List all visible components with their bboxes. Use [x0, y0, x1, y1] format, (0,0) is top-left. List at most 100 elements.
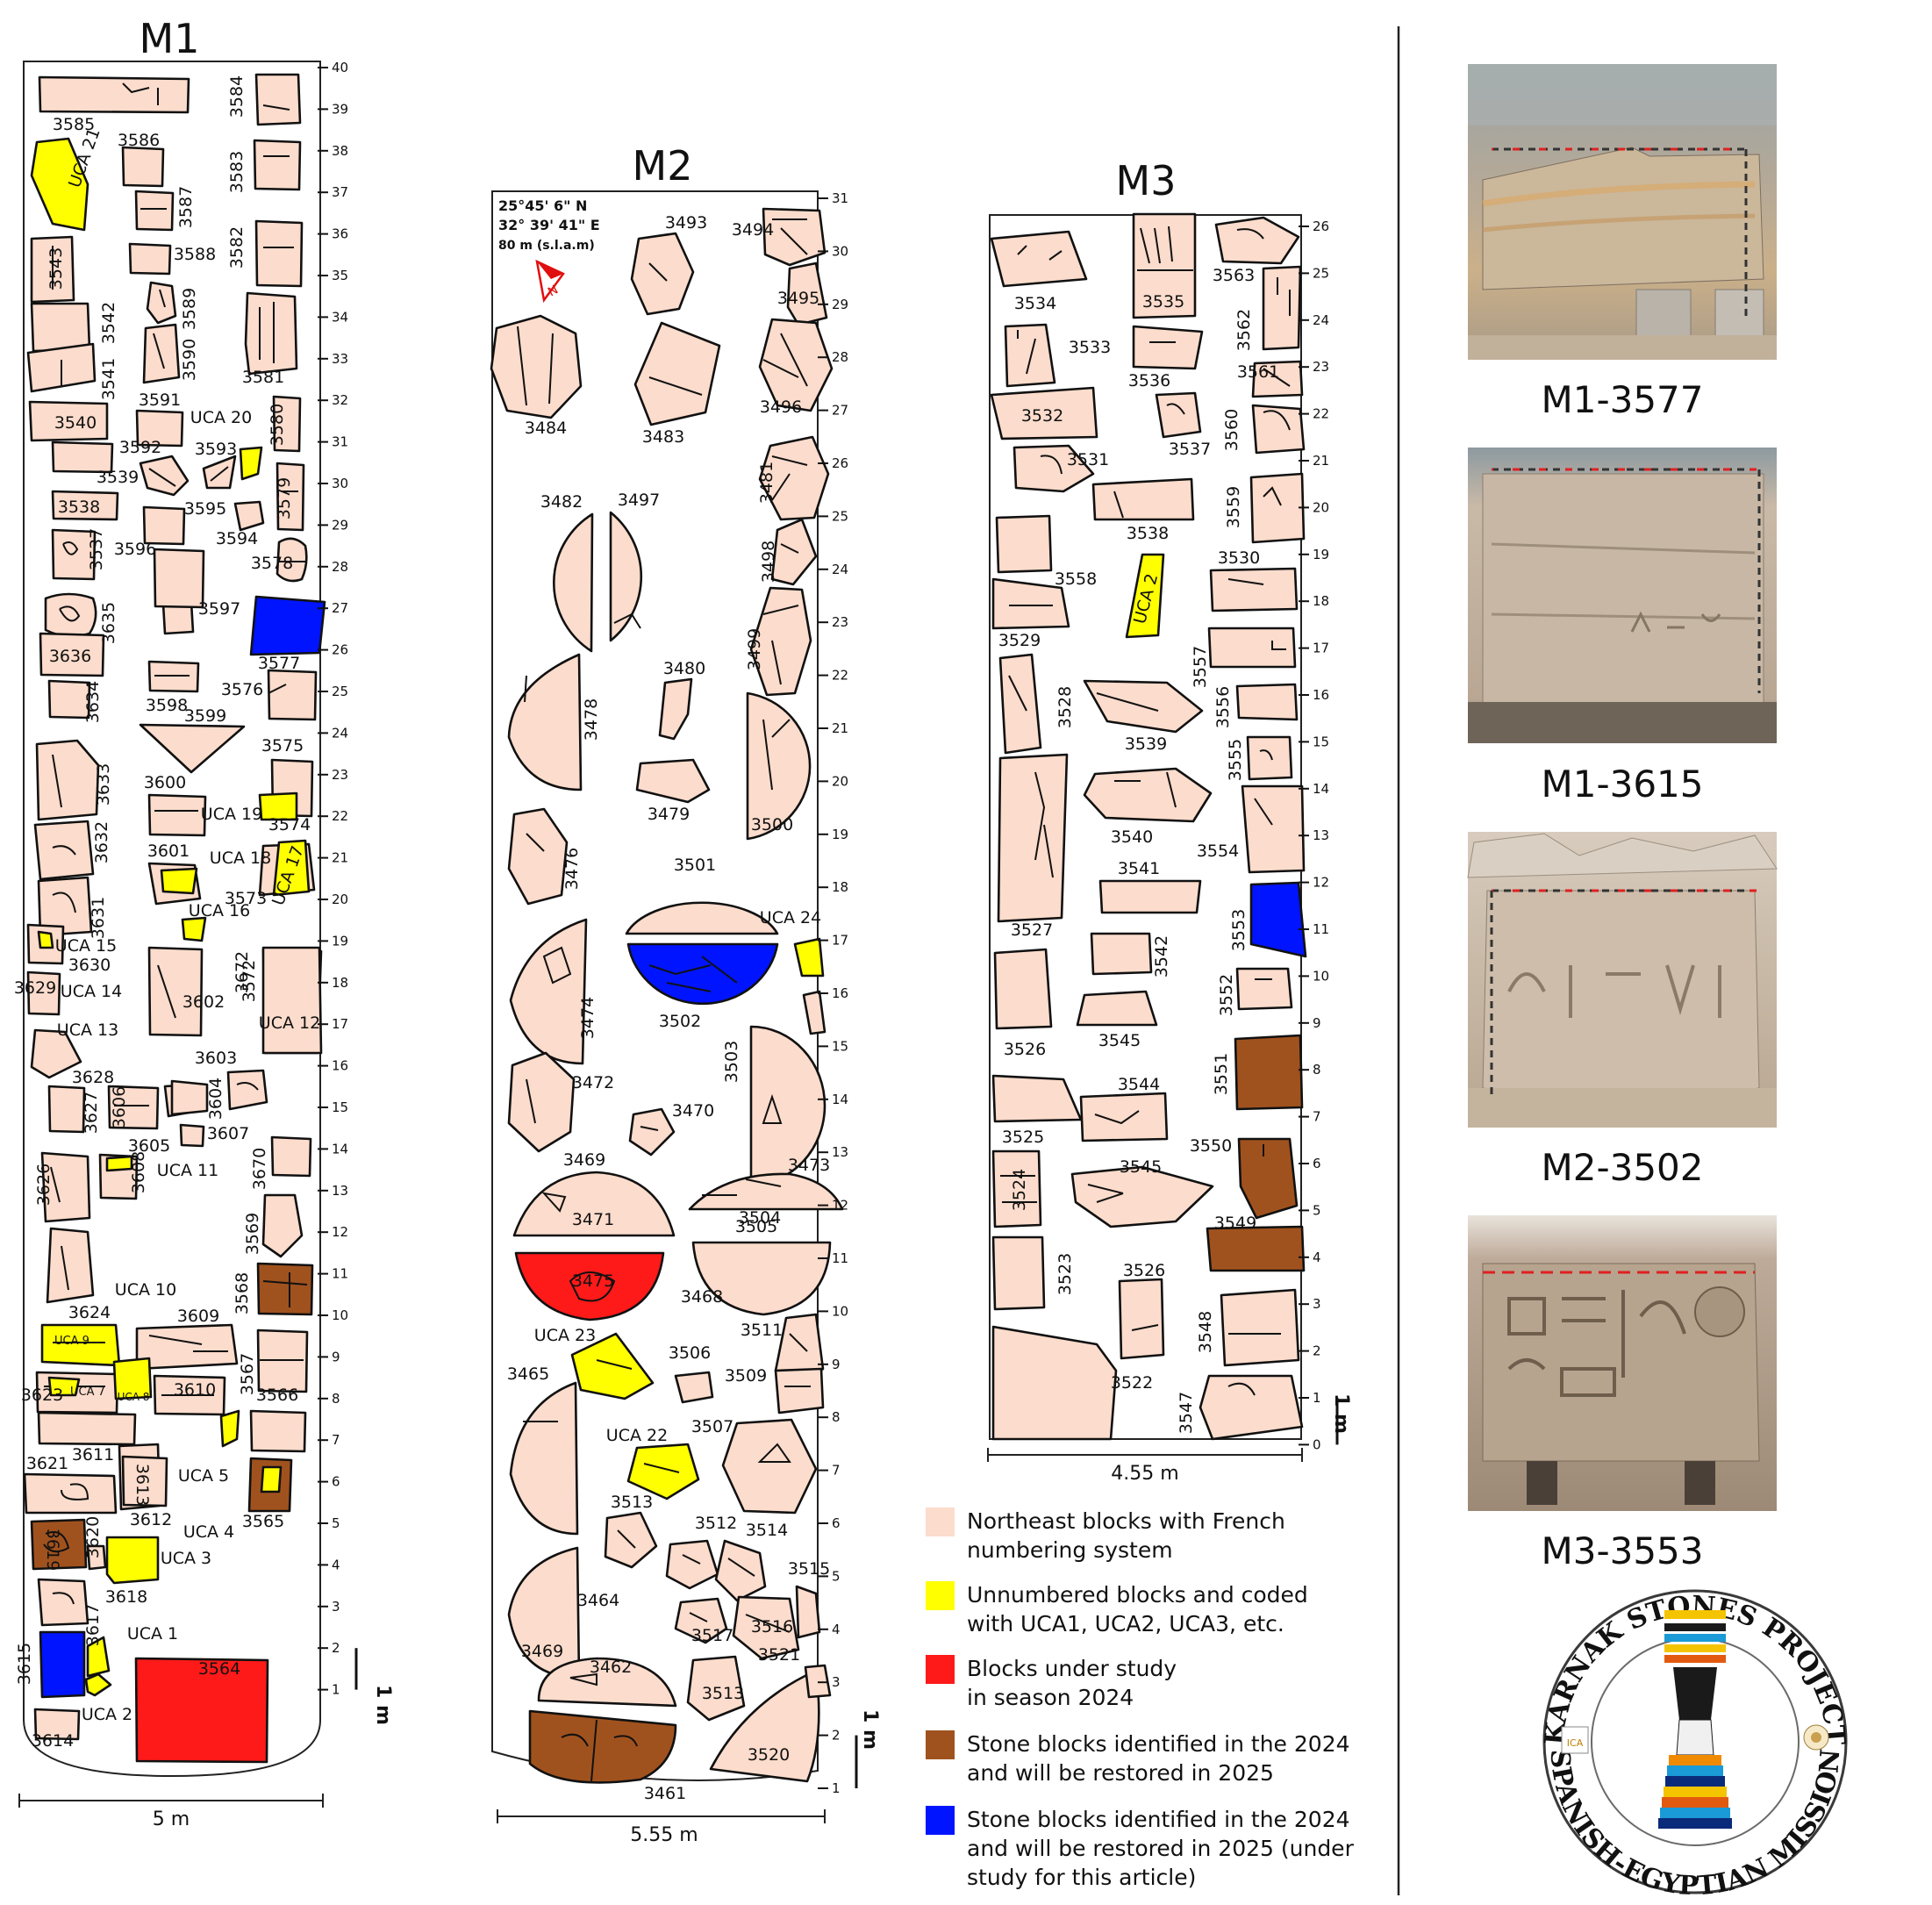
- block-3528-crack: [1008, 675, 1027, 712]
- plan-m2-elevation: 80 m (s.l.a.m): [498, 239, 595, 253]
- ruler-label: 24: [1313, 312, 1329, 328]
- block-3620: [86, 1544, 107, 1571]
- legend-text-restore_2025_article: and will be restored in 2025 (under: [967, 1836, 1355, 1861]
- block-3545b: [1070, 1165, 1214, 1228]
- ruler-label: 24: [832, 562, 848, 577]
- block-3603: [226, 1069, 268, 1111]
- block-3577: [249, 595, 326, 656]
- plan-m3-ruler: 2625242322212019181716151413121110987654…: [1299, 218, 1339, 1452]
- block-3590-crack: [153, 333, 165, 369]
- legend-text-under_study: in season 2024: [967, 1685, 1134, 1710]
- block-label: 3524: [1010, 1169, 1029, 1211]
- block-label: UCA 4: [183, 1522, 234, 1542]
- block-label: 3621: [26, 1454, 68, 1473]
- block-3538: [51, 490, 119, 521]
- ruler-label: 28: [332, 559, 348, 575]
- block-label: 3478: [582, 698, 601, 741]
- ruler-label: 25: [332, 684, 348, 699]
- ruler-label: 28: [832, 349, 848, 365]
- block-label: 3620: [83, 1516, 103, 1558]
- block-3544-crack: [1094, 1110, 1140, 1125]
- block-3603-crack: [236, 1082, 259, 1091]
- block-3568-crack: [262, 1272, 308, 1307]
- ruler-label: 3: [832, 1674, 841, 1690]
- block-label: UCA 3: [161, 1549, 211, 1568]
- block-3611: [37, 1411, 137, 1446]
- block-label: 3672: [233, 951, 252, 993]
- block-3587: [134, 190, 175, 232]
- block-3512: [665, 1539, 719, 1590]
- ruler-label: 17: [1313, 641, 1329, 656]
- block-label: 3520: [748, 1745, 790, 1765]
- block-3560-crack: [1263, 410, 1291, 431]
- block-3579: [275, 462, 305, 532]
- block-label: 3588: [174, 245, 216, 264]
- block-label: 3589: [180, 288, 199, 330]
- block-label: 3612: [130, 1510, 172, 1529]
- block-label: 3577: [258, 654, 300, 673]
- block-3562-crack: [1277, 277, 1291, 316]
- block-label: 3527: [1011, 920, 1053, 940]
- ruler-label: 13: [1313, 827, 1329, 843]
- block-label: 3594: [216, 529, 258, 548]
- ruler-label: 11: [1313, 921, 1329, 937]
- egypt-emblem-icon: [1803, 1724, 1829, 1751]
- block-3545b-crack: [1087, 1184, 1124, 1203]
- block-label: 3582: [227, 226, 247, 269]
- ruler-label: 35: [332, 268, 348, 283]
- ruler-label: 21: [832, 720, 848, 736]
- block-label: 3580: [268, 404, 287, 446]
- block-3626: [40, 1151, 91, 1223]
- block-3636-crack: [59, 605, 81, 622]
- block-label: 3479: [648, 805, 690, 824]
- block-3544: [1079, 1092, 1169, 1142]
- plan-m1: M1 4039383736353433323130292827262524232…: [14, 15, 394, 1830]
- block-label: 3515: [788, 1559, 830, 1579]
- ruler-label: 11: [832, 1250, 848, 1266]
- ruler-label: 15: [832, 1038, 848, 1054]
- ruler-label: 8: [1313, 1062, 1321, 1078]
- plan-m1-ruler: 4039383736353433323130292827262524232221…: [318, 60, 358, 1698]
- block-3584: [254, 73, 302, 126]
- block-3522: [991, 1325, 1118, 1441]
- block-label: 3470: [672, 1101, 714, 1121]
- block-3552: [1235, 967, 1293, 1011]
- block-3580: [272, 395, 302, 453]
- block-3615: [39, 1630, 86, 1699]
- block-3470: [628, 1107, 676, 1157]
- block-3538-crack: [1113, 491, 1124, 519]
- block-3600: [147, 793, 207, 837]
- ruler-label: 21: [332, 850, 348, 866]
- block-label: 3523: [1055, 1253, 1075, 1295]
- photo-m1-3577: [1468, 64, 1777, 360]
- block-label: 3522: [1111, 1373, 1153, 1393]
- block-3576-crack: [268, 684, 287, 694]
- block-3581: [244, 291, 298, 376]
- block-label: UCA 9: [54, 1335, 89, 1348]
- block-label: UCA 23: [534, 1326, 596, 1345]
- ruler-label: 10: [1313, 968, 1329, 984]
- block-uca22: [626, 1443, 700, 1500]
- block-label: 3564: [198, 1659, 240, 1679]
- ruler-label: 29: [832, 297, 848, 312]
- ruler-label: 14: [832, 1092, 848, 1107]
- ruler-label: 7: [832, 1463, 841, 1479]
- ruler-label: 15: [332, 1099, 348, 1115]
- block-3560: [1251, 404, 1306, 455]
- block-3517-crack: [689, 1612, 708, 1622]
- ruler-label: 5: [1313, 1202, 1321, 1218]
- legend-swatch-northeast: [926, 1508, 955, 1536]
- block-label: 3600: [144, 773, 186, 792]
- block-label: 3501: [674, 856, 716, 875]
- ruler-label: 7: [1313, 1109, 1321, 1125]
- north-arrow-label: N: [546, 283, 561, 299]
- block-label: 3591: [139, 390, 181, 410]
- block-3496-crack: [762, 333, 808, 387]
- block-label: 3502: [659, 1012, 701, 1031]
- block-3517: [674, 1597, 728, 1644]
- block-3624-crack: [61, 1245, 69, 1291]
- block-3590: [142, 323, 181, 384]
- ruler-label: 29: [332, 517, 348, 533]
- ruler-label: 12: [832, 1198, 848, 1214]
